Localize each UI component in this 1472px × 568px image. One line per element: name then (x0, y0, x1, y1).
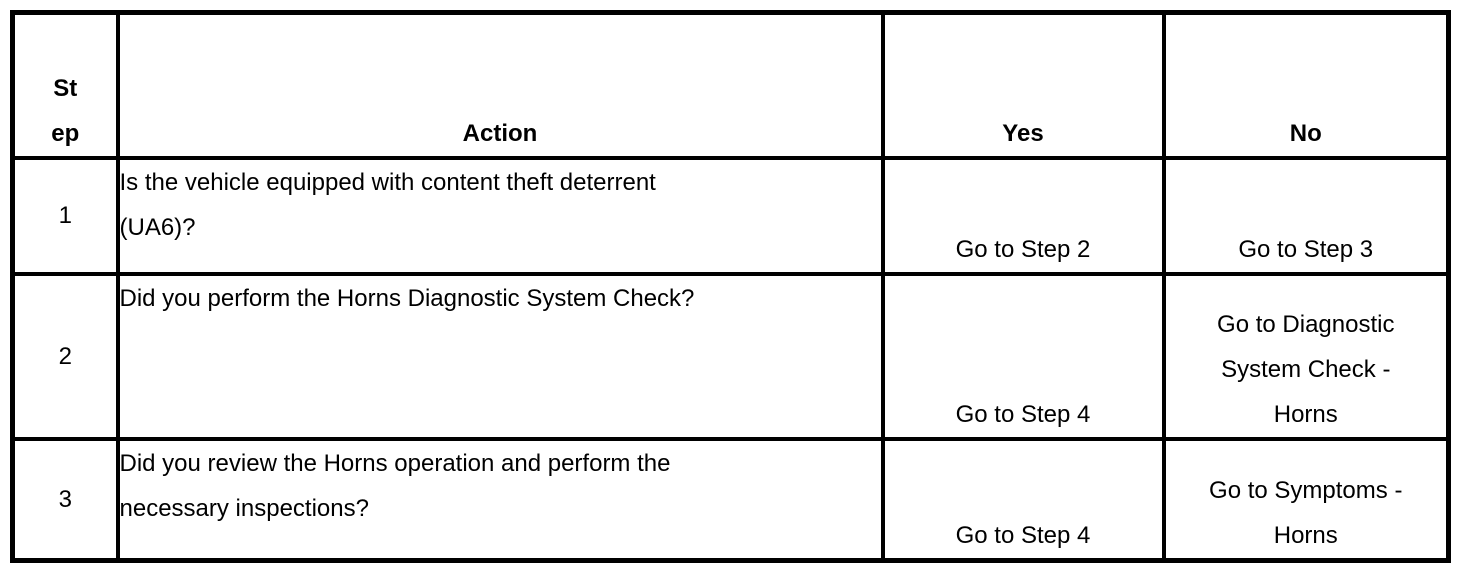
no-result-cell: Go to Diagnostic System Check - Horns (1161, 271, 1451, 441)
column-header-action: Action (115, 10, 885, 160)
column-header-yes: Yes (880, 10, 1166, 160)
diagnostic-steps-table: St ep Action Yes No 1 Is the vehicle equ… (10, 10, 1451, 563)
step-number-cell: 3 (10, 436, 120, 563)
no-result-cell: Go to Symptoms - Horns (1161, 436, 1451, 563)
yes-result-cell: Go to Step 4 (880, 436, 1166, 563)
no-result-cell: Go to Step 3 (1161, 155, 1451, 276)
table-row: 3 Did you review the Horns operation and… (10, 436, 1451, 563)
yes-result-cell: Go to Step 4 (880, 271, 1166, 441)
step-number-cell: 2 (10, 271, 120, 441)
column-header-step: St ep (10, 10, 120, 160)
action-cell: Did you review the Horns operation and p… (115, 436, 885, 563)
table-row: 1 Is the vehicle equipped with content t… (10, 155, 1451, 276)
table-row: 2 Did you perform the Horns Diagnostic S… (10, 271, 1451, 441)
column-header-no: No (1161, 10, 1451, 160)
action-cell: Did you perform the Horns Diagnostic Sys… (115, 271, 885, 441)
table-header-row: St ep Action Yes No (10, 10, 1451, 160)
step-number-cell: 1 (10, 155, 120, 276)
action-cell: Is the vehicle equipped with content the… (115, 155, 885, 276)
yes-result-cell: Go to Step 2 (880, 155, 1166, 276)
